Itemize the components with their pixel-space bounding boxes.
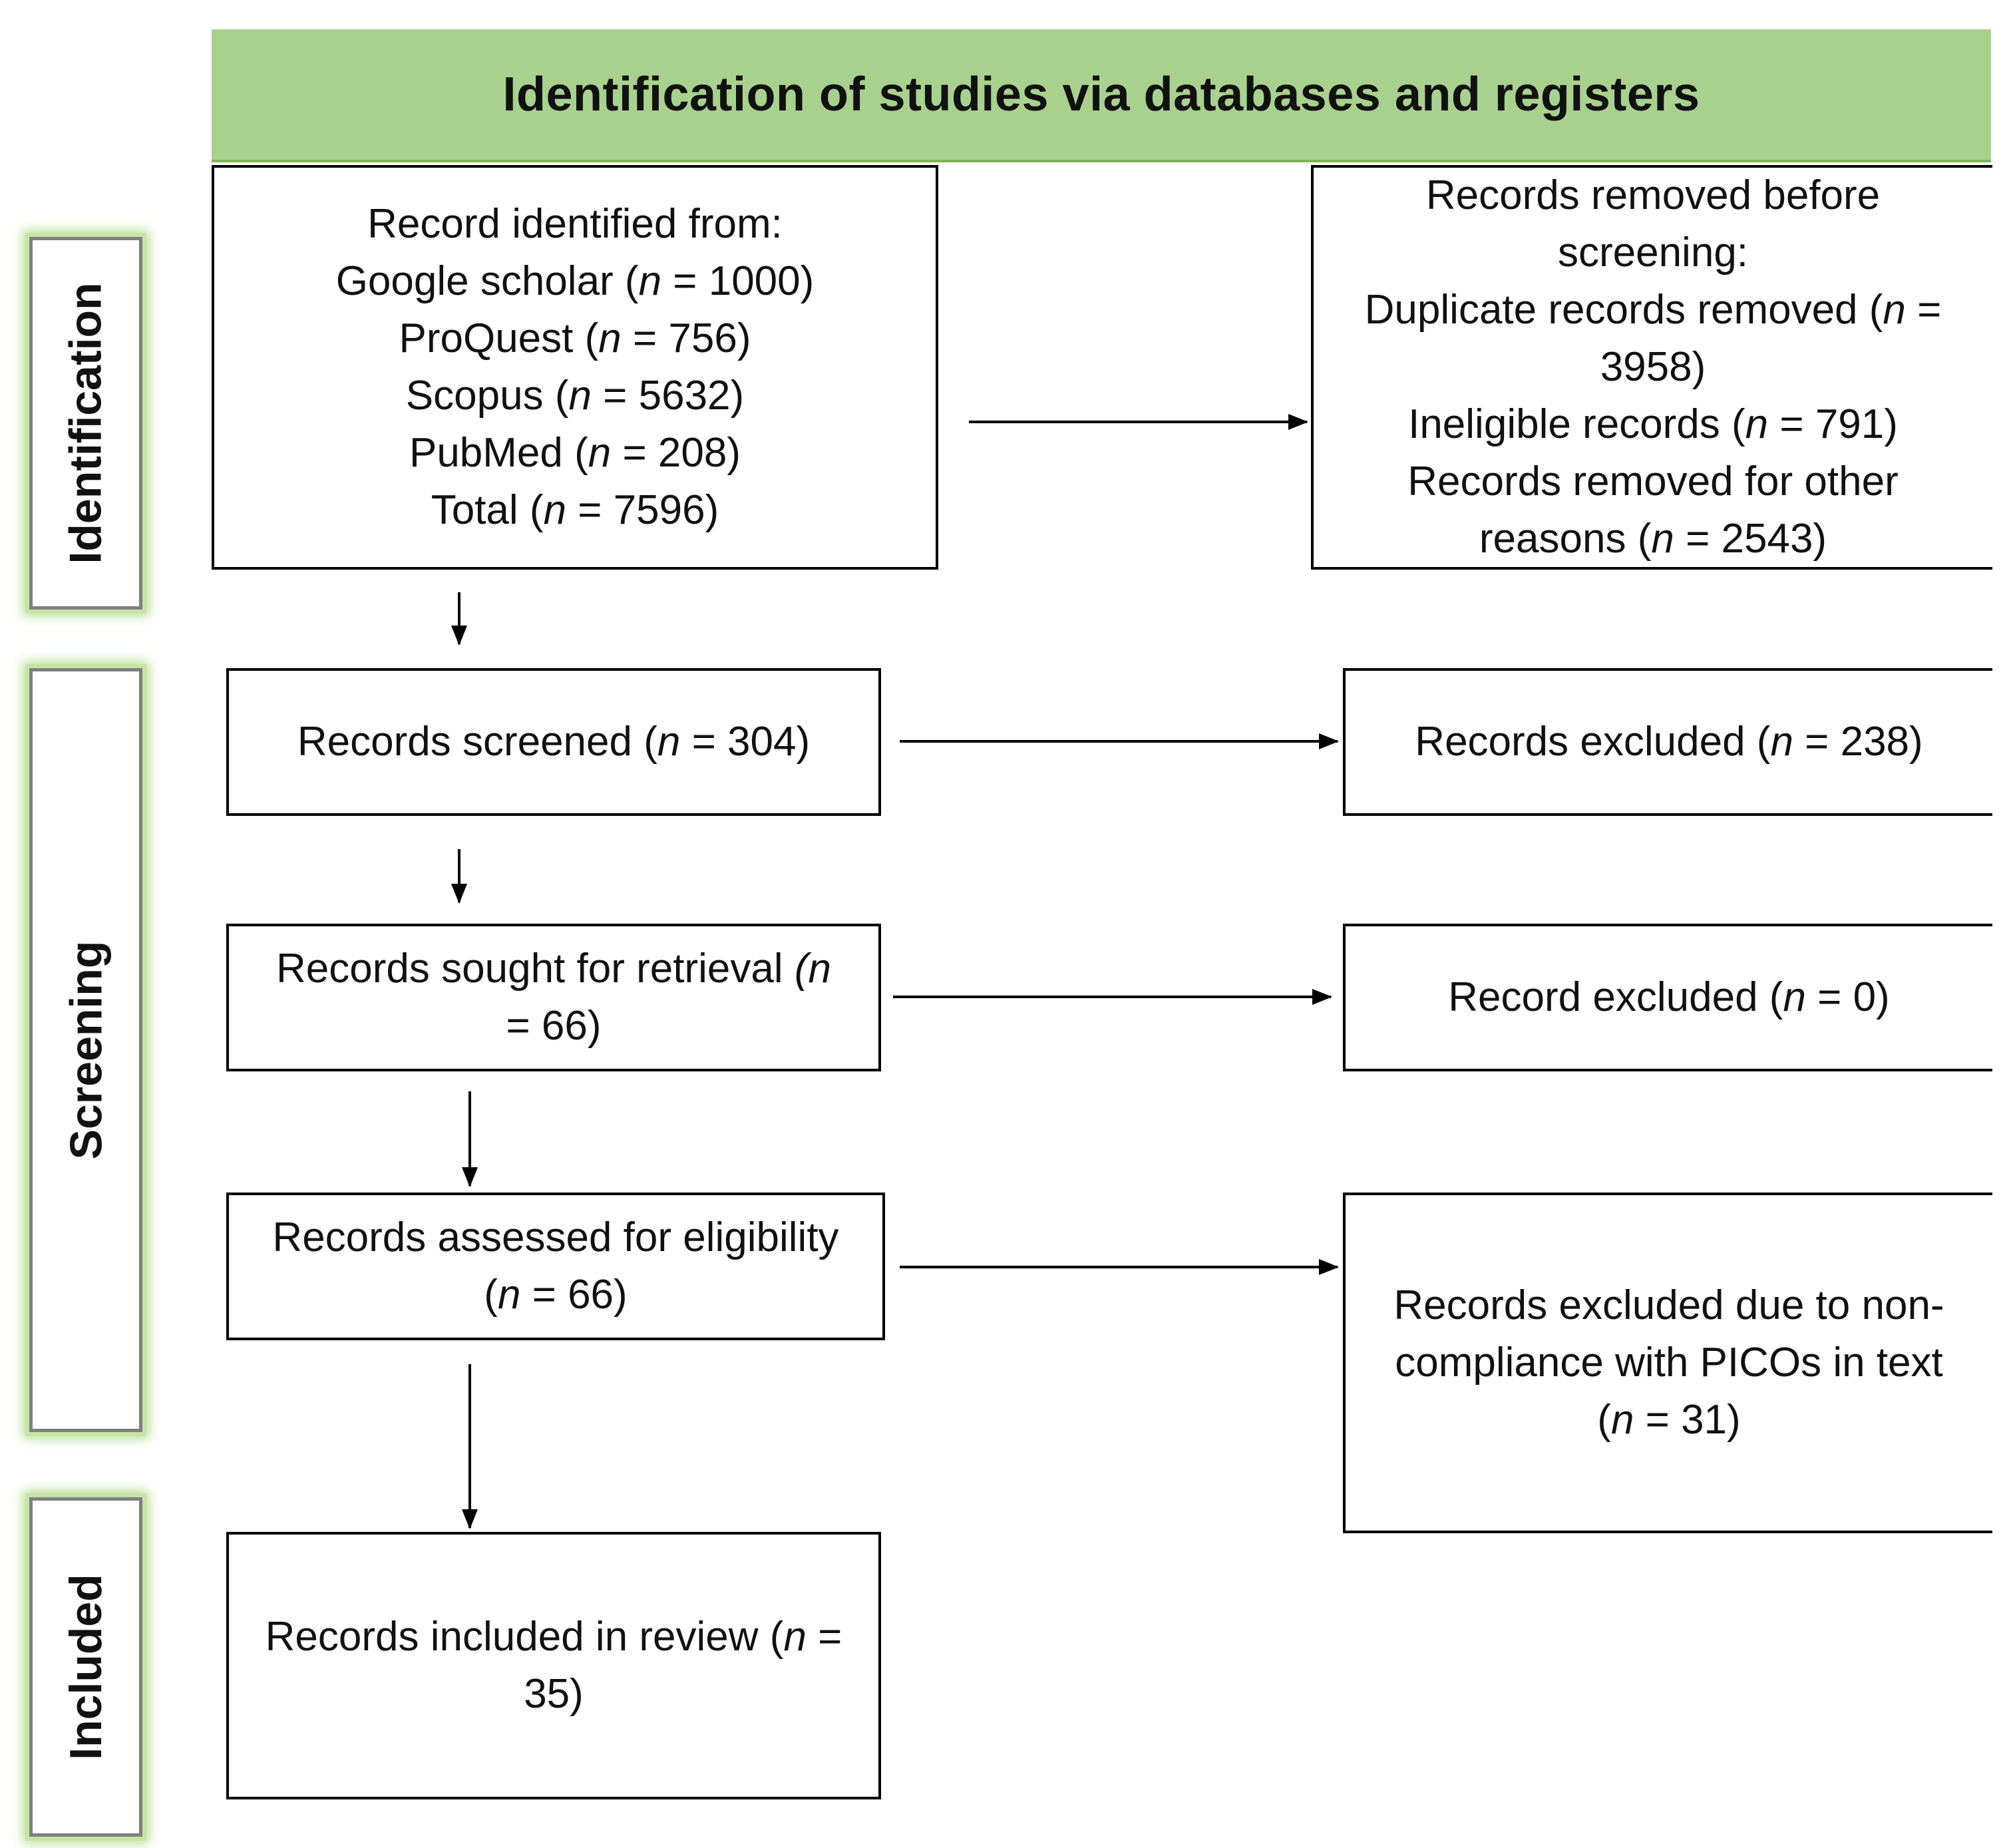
header-title: Identification of studies via databases …	[502, 68, 1700, 121]
stage-included: Included	[29, 1497, 142, 1837]
records-included-line-2: 35)	[524, 1671, 584, 1717]
removed-other-line: Records removed for other	[1407, 459, 1899, 504]
records-sought-box: Records sought for retrieval (n = 66)	[226, 924, 881, 1071]
stage-identification: Identification	[29, 237, 142, 610]
source-total: Total (n = 7596)	[431, 487, 719, 533]
removed-line-1: Records removed before	[1425, 172, 1881, 218]
stage-screening: Screening	[29, 668, 142, 1432]
records-identified-heading: Record identified from:	[367, 201, 783, 247]
records-excluded-text: Records excluded (n = 238)	[1415, 719, 1923, 765]
removed-line-2: screening:	[1557, 230, 1749, 276]
source-proquest: ProQuest (n = 756)	[399, 315, 751, 361]
records-assessed-line-1: Records assessed for eligibility	[272, 1214, 839, 1260]
records-identified-box: Record identified from: Google scholar (…	[212, 165, 938, 570]
removed-duplicates-count: 3958)	[1600, 344, 1706, 390]
records-excluded-box: Records excluded (n = 238)	[1343, 668, 1992, 816]
record-not-retrieved-box: Record excluded (n = 0)	[1343, 924, 1992, 1071]
records-included-box: Records included in review (n = 35)	[226, 1532, 881, 1799]
records-included-line-1: Records included in review (n =	[265, 1614, 842, 1660]
picos-line-2: compliance with PICOs in text	[1395, 1340, 1943, 1386]
header-banner: Identification of studies via databases …	[212, 29, 1991, 162]
records-sought-line-2: = 66)	[506, 1003, 602, 1049]
removed-other-reasons: reasons (n = 2543)	[1479, 516, 1827, 562]
records-screened-box: Records screened (n = 304)	[226, 668, 881, 816]
removed-duplicates: Duplicate records removed (n =	[1364, 287, 1942, 333]
records-sought-line-1: Records sought for retrieval (n	[276, 946, 831, 992]
source-google-scholar: Google scholar (n = 1000)	[335, 258, 815, 304]
picos-line-3: (n = 31)	[1597, 1397, 1741, 1443]
picos-line-1: Records excluded due to non-	[1393, 1282, 1944, 1328]
records-assessed-line-2: (n = 66)	[484, 1272, 628, 1318]
removed-ineligible: Ineligible records (n = 791)	[1408, 401, 1898, 447]
record-not-retrieved-text: Record excluded (n = 0)	[1448, 974, 1890, 1020]
records-removed-box: Records removed before screening: Duplic…	[1311, 165, 1992, 570]
source-scopus: Scopus (n = 5632)	[405, 373, 745, 419]
records-screened-text: Records screened (n = 304)	[297, 719, 811, 765]
records-assessed-box: Records assessed for eligibility (n = 66…	[226, 1193, 885, 1340]
records-excluded-picos-box: Records excluded due to non- compliance …	[1343, 1193, 1992, 1533]
source-pubmed: PubMed (n = 208)	[409, 430, 741, 476]
